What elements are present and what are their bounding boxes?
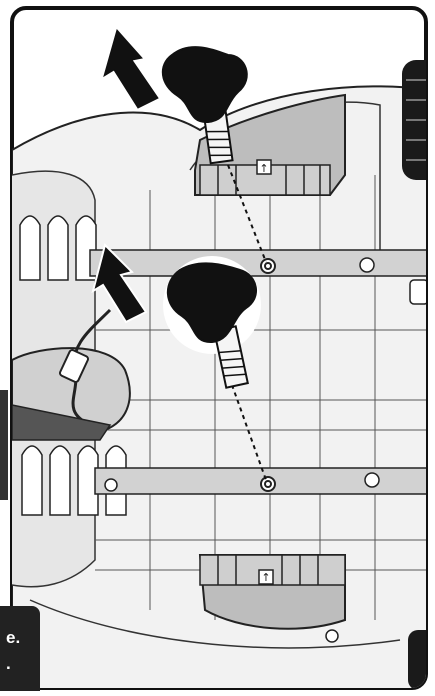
caption-box: e. .	[0, 606, 40, 691]
caption-line-2: .	[6, 654, 11, 674]
mounting-bar-upper	[90, 250, 430, 276]
svg-text:↑: ↑	[259, 162, 268, 175]
svg-text:↑: ↑	[261, 571, 270, 584]
wheel-right-lower	[408, 630, 435, 690]
side-latch	[410, 280, 428, 304]
left-edge-strip	[0, 390, 8, 500]
seat-bracket-lower: ↑	[200, 555, 345, 629]
caption-line-1: e.	[6, 628, 20, 648]
